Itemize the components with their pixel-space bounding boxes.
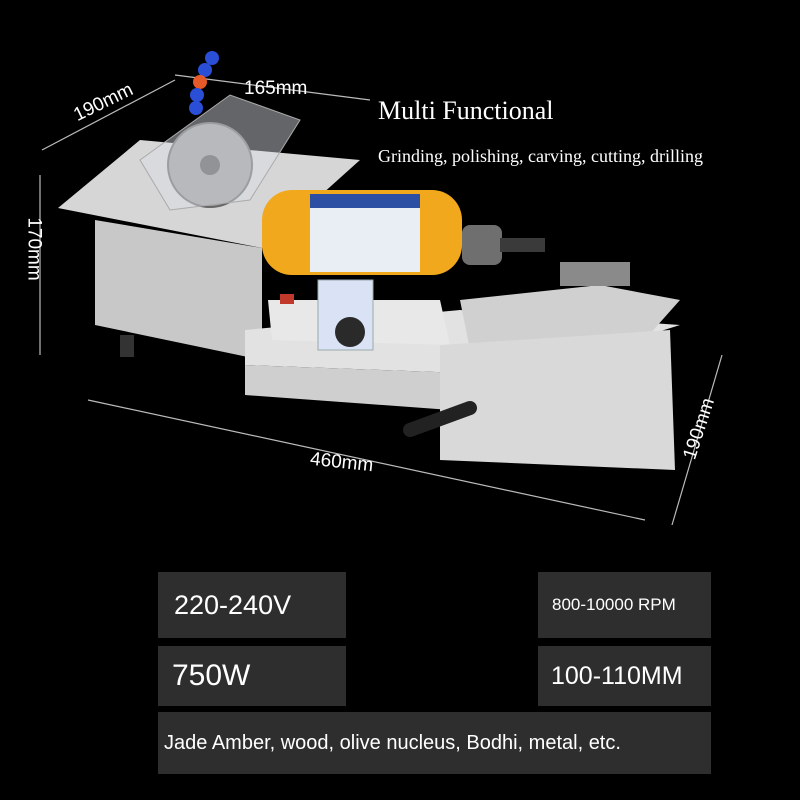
dimension-top-width: 165mm [244,78,308,99]
dimension-height: 170mm [23,217,45,281]
spec-size: 100-110MM [538,646,711,706]
speed-label [317,279,374,351]
machine-illustration [39,51,723,526]
power-switch [280,294,294,304]
spec-speed: 800-10000 RPM [538,572,711,638]
vise-jaw [560,262,630,286]
spec-materials: Jade Amber, wood, olive nucleus, Bodhi, … [158,712,711,774]
speed-knob [335,317,365,347]
drill-chuck-tip [500,238,545,252]
crank-handle [403,401,477,437]
spec-power-value: 750W [172,659,251,692]
spec-size-value: 100-110MM [551,661,683,690]
spec-materials-value: Jade Amber, wood, olive nucleus, Bodhi, … [164,731,621,754]
saw-guard [139,94,301,211]
spec-speed-value: 800-10000 RPM [552,595,676,614]
vise-body [440,330,675,470]
feature-list: Grinding, polishing, carving, cutting, d… [378,146,703,166]
coolant-hose [189,51,219,115]
saw-table-body [95,220,262,360]
headline: Multi Functional [378,96,554,125]
dimension-lines [39,74,723,526]
motor-label-band [310,194,420,208]
drill-chuck [462,225,502,265]
saw-hub [200,155,220,175]
saw-foot [120,335,134,357]
spec-voltage: 220-240V [158,572,346,638]
spec-voltage-value: 220-240V [174,589,292,620]
spec-power: 750W [158,646,346,706]
